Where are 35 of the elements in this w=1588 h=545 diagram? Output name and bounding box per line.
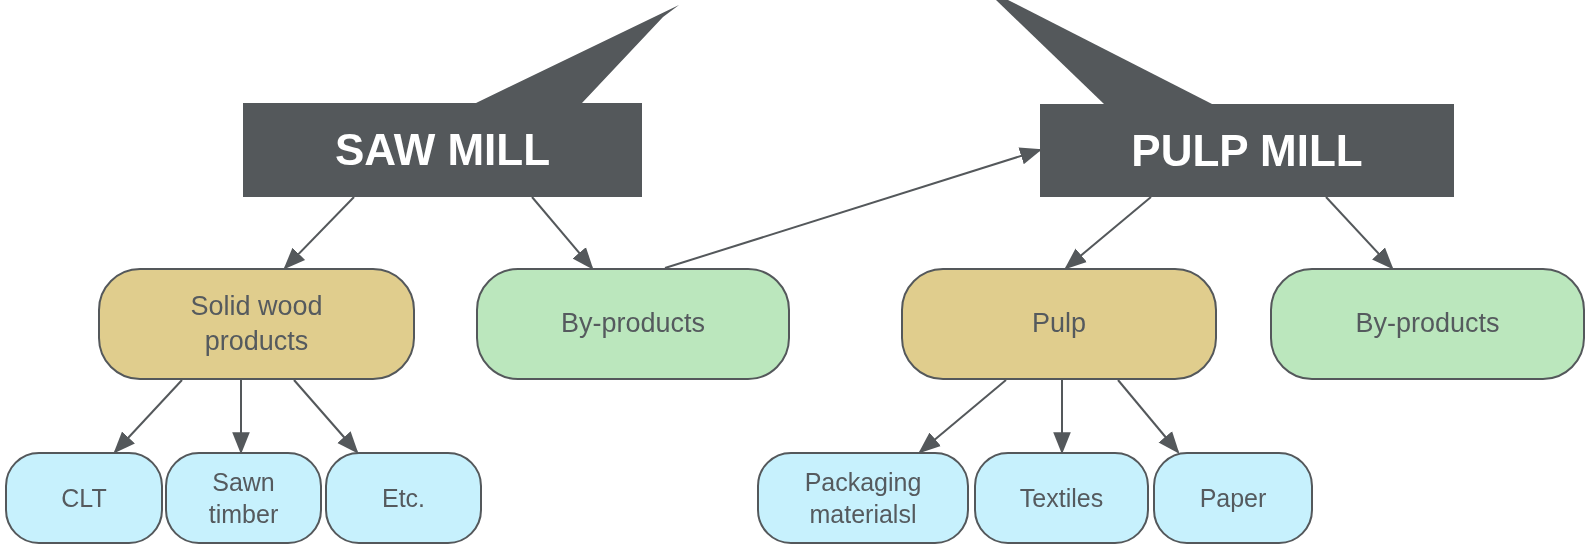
- arrow: [918, 379, 1007, 454]
- box-label: By-products: [559, 307, 707, 341]
- arrow: [293, 379, 359, 454]
- arrow: [531, 196, 594, 270]
- arrow: [1117, 379, 1180, 454]
- wedge-shape: [996, 0, 1212, 104]
- box-label: Sawn timber: [207, 466, 280, 530]
- box-label: Paper: [1198, 482, 1268, 514]
- arrow: [113, 379, 183, 454]
- end-product-box: [974, 452, 1149, 544]
- end-product-box: [1153, 452, 1313, 544]
- arrow: [283, 196, 355, 270]
- mill-box: [243, 103, 642, 197]
- mill-box: [1040, 104, 1454, 197]
- arrow: [232, 379, 250, 455]
- product-box: [901, 268, 1217, 380]
- box-label: SAW MILL: [333, 124, 552, 177]
- box-label: Textiles: [1018, 482, 1105, 514]
- arrow: [1053, 379, 1071, 455]
- end-product-box: [5, 452, 163, 544]
- arrow: [1325, 196, 1394, 270]
- arrow: [1064, 196, 1152, 270]
- box-label: By-products: [1354, 307, 1501, 341]
- product-box: [98, 268, 415, 380]
- box-label: Etc.: [380, 482, 427, 514]
- box-label: CLT: [60, 482, 108, 514]
- end-product-box: [757, 452, 969, 544]
- end-product-box: [165, 452, 322, 544]
- box-label: Pulp: [1030, 307, 1087, 341]
- box-label: Packaging materialsl: [803, 466, 923, 530]
- end-product-box: [325, 452, 482, 544]
- box-label: Solid wood products: [189, 289, 324, 358]
- by-product-box: [476, 268, 790, 380]
- by-product-box: [1270, 268, 1585, 380]
- box-label: PULP MILL: [1130, 124, 1364, 177]
